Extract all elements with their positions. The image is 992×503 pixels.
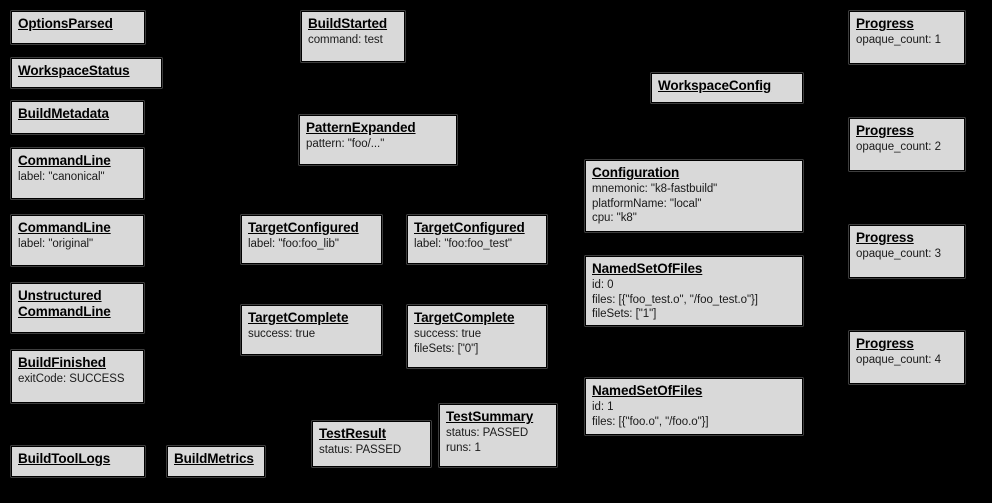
event-node-attributes: status: PASSED runs: 1 <box>446 426 551 455</box>
event-node-test-result[interactable]: TestResult status: PASSED <box>312 421 431 467</box>
event-node-attribute: id: 0 <box>592 279 614 291</box>
event-node-title: Progress <box>856 336 914 351</box>
event-node-attributes: label: "canonical" <box>18 170 138 185</box>
event-node-attribute: cpu: "k8" <box>592 212 637 224</box>
event-node-attribute: pattern: "foo/..." <box>306 138 385 150</box>
event-node-attribute: label: "foo:foo_lib" <box>248 238 339 250</box>
event-node-attribute: success: true <box>248 328 316 340</box>
event-node-attribute: label: "canonical" <box>18 171 105 183</box>
event-node-attributes: success: true fileSets: ["0"] <box>414 327 541 356</box>
event-node-attribute: platformName: "local" <box>592 197 702 210</box>
event-node-attributes: opaque_count: 2 <box>856 140 959 155</box>
event-node-command-line-original[interactable]: CommandLine label: "original" <box>11 215 144 266</box>
event-node-test-summary[interactable]: TestSummary status: PASSED runs: 1 <box>439 404 557 467</box>
event-node-target-configured-test[interactable]: TargetConfigured label: "foo:foo_test" <box>407 215 547 264</box>
event-node-title: WorkspaceConfig <box>658 78 772 93</box>
event-node-attributes: label: "foo:foo_lib" <box>248 237 376 252</box>
event-node-attribute: mnemonic: "k8-fastbuild" <box>592 183 718 195</box>
event-node-attribute: fileSets: ["0"] <box>414 342 479 355</box>
event-node-build-metrics[interactable]: BuildMetrics <box>167 446 265 477</box>
event-node-pattern-expanded[interactable]: PatternExpanded pattern: "foo/..." <box>299 115 457 165</box>
event-node-unstructured-command-line[interactable]: Unstructured CommandLine <box>11 283 144 333</box>
event-node-title: Progress <box>856 230 914 245</box>
event-node-title: PatternExpanded <box>306 120 416 135</box>
event-node-attribute: opaque_count: 1 <box>856 34 941 46</box>
event-node-attribute: files: [{"foo.o", "/foo.o"}] <box>592 415 709 428</box>
event-node-attribute: label: "original" <box>18 238 94 250</box>
event-node-attributes: exitCode: SUCCESS <box>18 372 138 387</box>
event-node-named-set-of-files-0[interactable]: NamedSetOfFiles id: 0 files: [{"foo_test.o… <box>585 256 803 326</box>
event-node-build-metadata[interactable]: BuildMetadata <box>11 101 144 134</box>
event-node-title: BuildStarted <box>308 16 388 31</box>
event-node-attribute: fileSets: ["1"] <box>592 308 657 320</box>
event-node-attribute: exitCode: SUCCESS <box>18 373 125 385</box>
event-node-build-started[interactable]: BuildStarted command: test <box>301 11 405 62</box>
event-node-title: BuildToolLogs <box>18 451 111 466</box>
event-node-attributes: mnemonic: "k8-fastbuild" platformName: "l… <box>592 182 797 226</box>
event-node-title: TargetComplete <box>248 310 349 325</box>
event-node-title: TargetConfigured <box>248 220 359 235</box>
event-node-title: BuildFinished <box>18 355 106 370</box>
event-node-workspace-config[interactable]: WorkspaceConfig <box>651 73 803 103</box>
event-node-title: Unstructured CommandLine <box>18 288 111 319</box>
event-node-title: CommandLine <box>18 153 111 168</box>
event-node-attributes: command: test <box>308 33 399 48</box>
event-node-attributes: id: 0 files: [{"foo_test.o", "/foo_test.o… <box>592 278 797 322</box>
event-node-title: NamedSetOfFiles <box>592 383 703 398</box>
event-node-build-finished[interactable]: BuildFinished exitCode: SUCCESS <box>11 350 144 403</box>
event-node-attribute: status: PASSED <box>446 427 529 439</box>
event-node-named-set-of-files-1[interactable]: NamedSetOfFiles id: 1 files: [{"foo.o", "/… <box>585 378 803 435</box>
event-node-attributes: label: "original" <box>18 237 138 252</box>
event-node-attributes: id: 1 files: [{"foo.o", "/foo.o"}] <box>592 400 797 429</box>
event-node-attributes: opaque_count: 3 <box>856 247 959 262</box>
event-node-progress-2[interactable]: Progress opaque_count: 2 <box>849 118 965 171</box>
event-node-attributes: label: "foo:foo_test" <box>414 237 541 252</box>
event-node-title: OptionsParsed <box>18 16 113 31</box>
event-node-attributes: success: true <box>248 327 376 342</box>
event-node-progress-3[interactable]: Progress opaque_count: 3 <box>849 225 965 278</box>
event-node-attributes: status: PASSED <box>319 443 425 458</box>
event-node-title: CommandLine <box>18 220 111 235</box>
event-node-configuration[interactable]: Configuration mnemonic: "k8-fastbuild" pla… <box>585 160 803 232</box>
event-node-attribute: success: true <box>414 328 482 340</box>
event-node-title: BuildMetadata <box>18 106 109 121</box>
event-node-title: BuildMetrics <box>174 451 254 466</box>
event-node-target-complete-lib[interactable]: TargetComplete success: true <box>241 305 382 355</box>
event-node-title: TargetComplete <box>414 310 515 325</box>
event-node-attribute: id: 1 <box>592 401 614 413</box>
event-node-attribute: files: [{"foo_test.o", "/foo_test.o"}] <box>592 293 758 306</box>
event-node-progress-4[interactable]: Progress opaque_count: 4 <box>849 331 965 384</box>
event-node-target-complete-test[interactable]: TargetComplete success: true fileSets: ["0… <box>407 305 547 368</box>
event-node-title: TargetConfigured <box>414 220 525 235</box>
event-node-attribute: command: test <box>308 34 383 46</box>
event-node-progress-1[interactable]: Progress opaque_count: 1 <box>849 11 965 64</box>
event-node-attribute: status: PASSED <box>319 444 402 456</box>
event-node-attribute: opaque_count: 4 <box>856 354 941 366</box>
event-node-target-configured-lib[interactable]: TargetConfigured label: "foo:foo_lib" <box>241 215 382 264</box>
event-node-title: Progress <box>856 16 914 31</box>
event-node-title: TestSummary <box>446 409 534 424</box>
event-node-build-tool-logs[interactable]: BuildToolLogs <box>11 446 145 477</box>
event-node-command-line-canonical[interactable]: CommandLine label: "canonical" <box>11 148 144 199</box>
event-node-title: WorkspaceStatus <box>18 63 130 78</box>
event-node-title: Configuration <box>592 165 680 180</box>
event-node-attributes: pattern: "foo/..." <box>306 137 451 152</box>
event-node-attributes: opaque_count: 1 <box>856 33 959 48</box>
event-node-attribute: opaque_count: 2 <box>856 141 941 153</box>
event-node-attribute: runs: 1 <box>446 441 481 454</box>
event-node-options-parsed[interactable]: OptionsParsed <box>11 11 145 44</box>
event-node-title: TestResult <box>319 426 387 441</box>
event-node-attributes: opaque_count: 4 <box>856 353 959 368</box>
event-node-workspace-status[interactable]: WorkspaceStatus <box>11 58 162 88</box>
event-node-title: Progress <box>856 123 914 138</box>
event-node-attribute: label: "foo:foo_test" <box>414 238 512 250</box>
event-node-attribute: opaque_count: 3 <box>856 248 941 260</box>
event-node-title: NamedSetOfFiles <box>592 261 703 276</box>
